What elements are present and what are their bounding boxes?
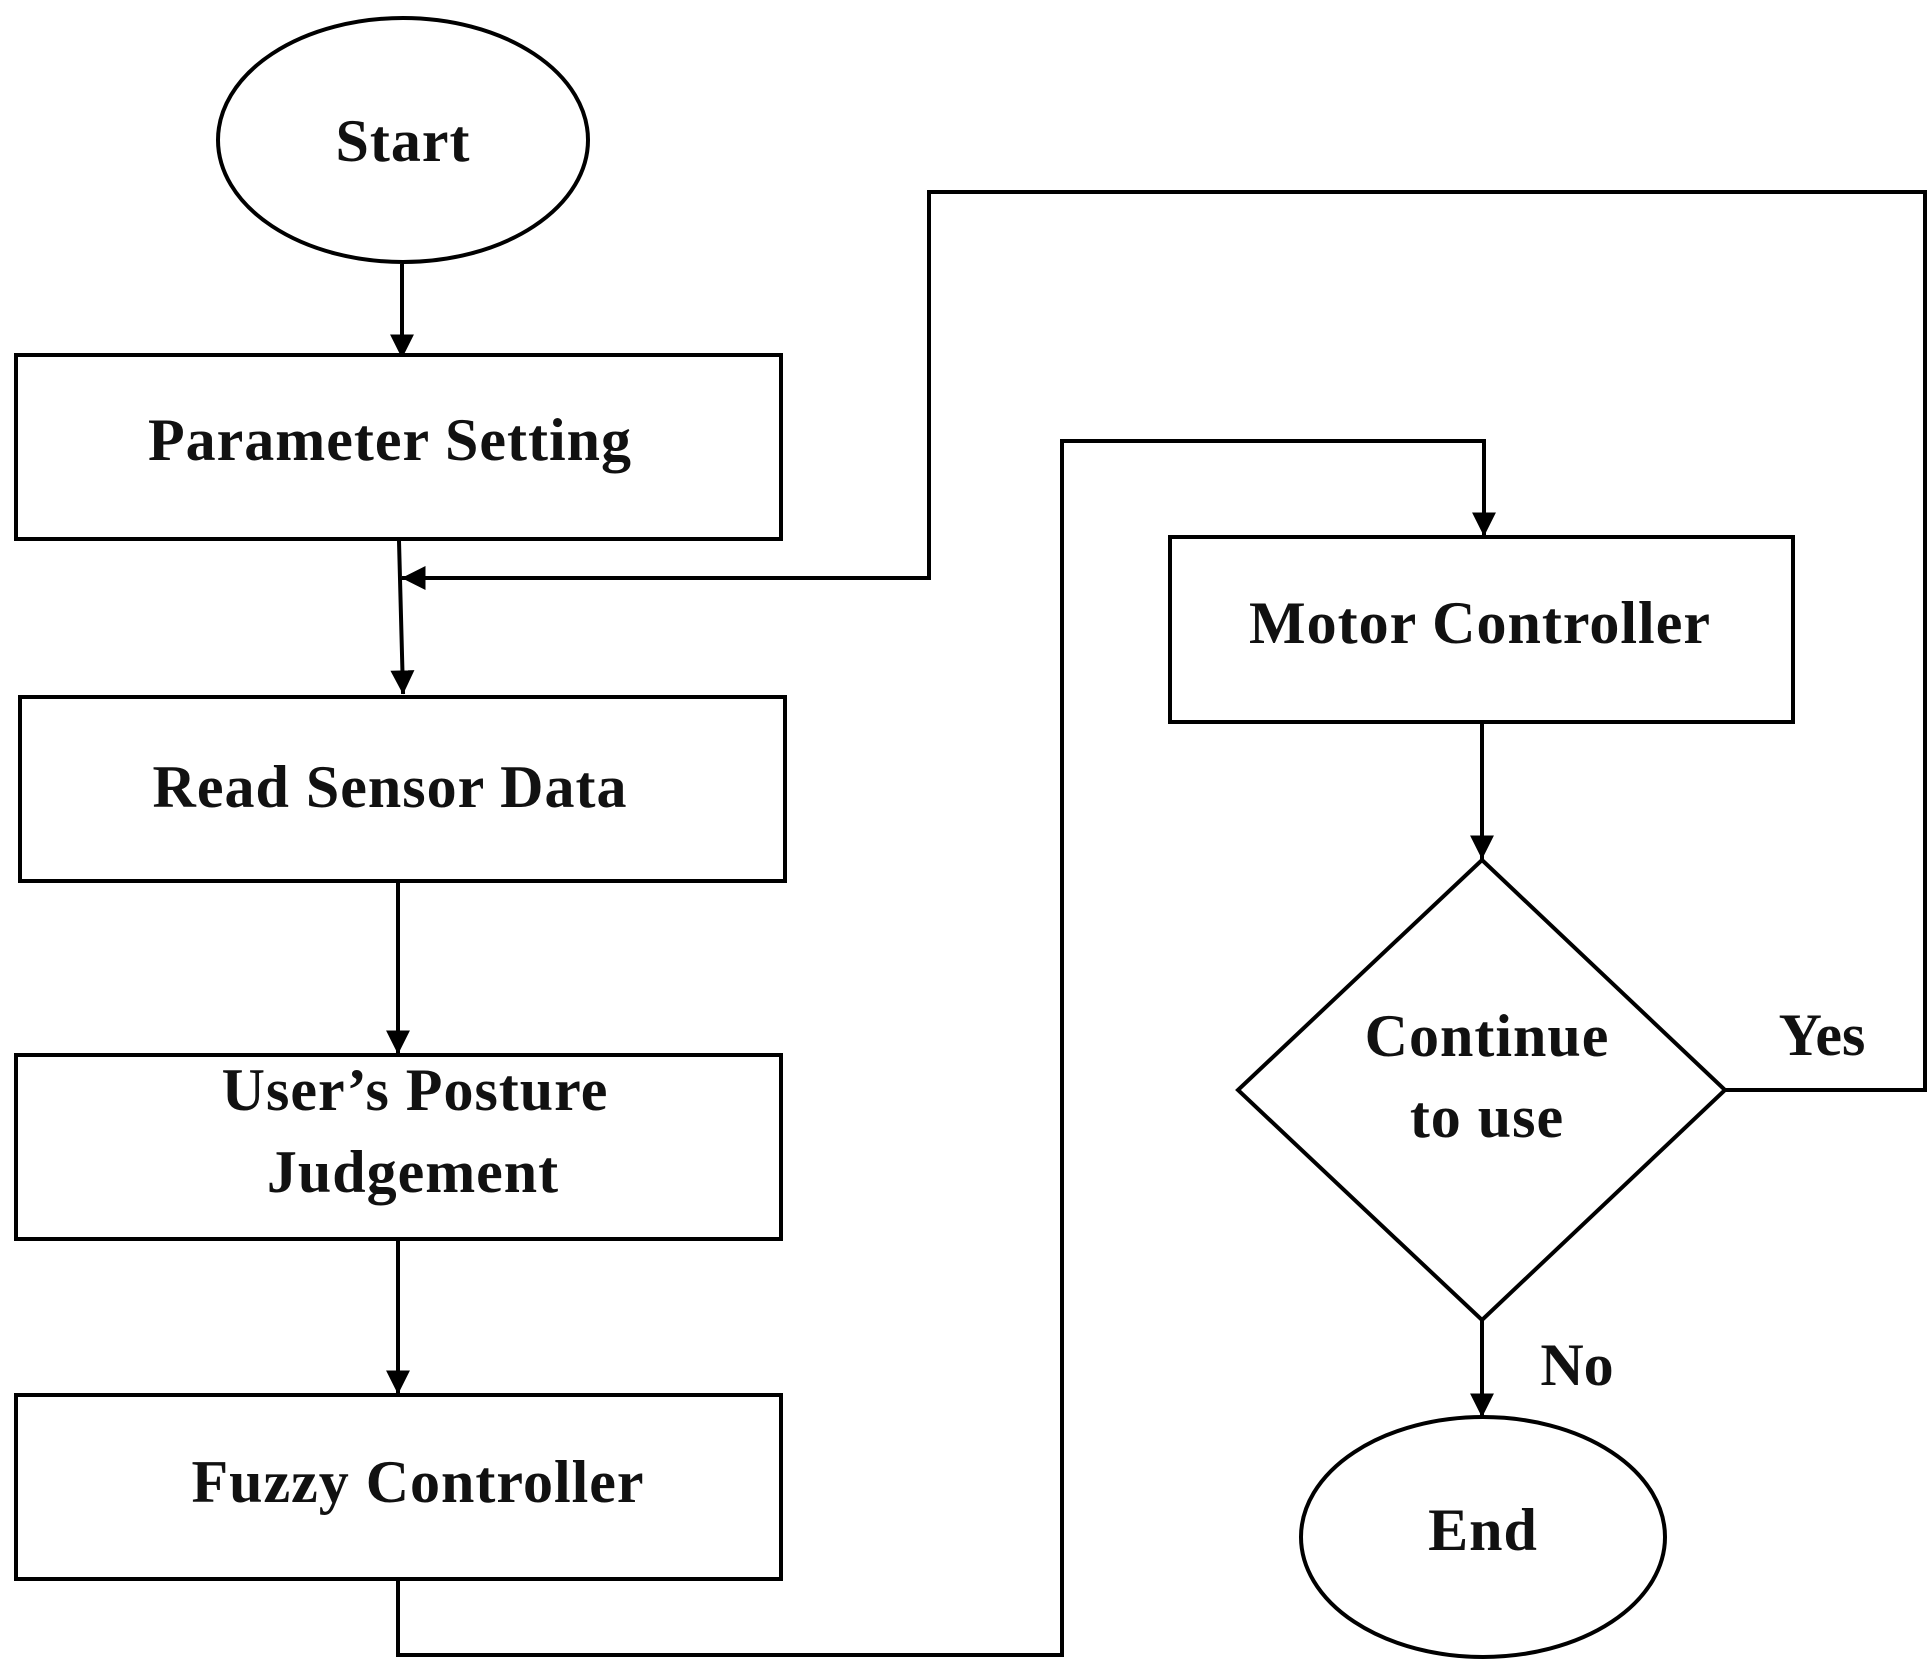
start-label: Start [336,108,471,174]
arrow-parameter-to-read-sensor [390,538,415,695]
posture-judgement-label-line1: User’s Posture [222,1057,609,1123]
motor-controller-label: Motor Controller [1249,590,1711,656]
decision-label-line2: to use [1410,1084,1564,1150]
read-sensor-data-node: Read Sensor Data [18,695,787,883]
posture-judgement-label-line2: Judgement [267,1139,559,1205]
yes-branch-label: Yes [1779,1002,1866,1068]
continue-decision-node: Continue to use [1235,857,1728,1323]
end-node: End [1299,1415,1667,1659]
motor-controller-node: Motor Controller [1168,535,1795,724]
read-sensor-data-label: Read Sensor Data [153,754,628,820]
connector-fuzzy-to-motor [396,439,1496,1657]
fuzzy-controller-label: Fuzzy Controller [191,1449,644,1515]
posture-judgement-node: User’s Posture Judgement [14,1053,783,1241]
end-label: End [1428,1497,1538,1563]
connector-yes-loop [401,190,1927,1092]
start-node: Start [216,16,590,264]
decision-label-line1: Continue [1365,1003,1610,1069]
fuzzy-controller-node: Fuzzy Controller [14,1393,783,1581]
no-branch-label: No [1540,1332,1613,1398]
parameter-setting-label: Parameter Setting [148,407,632,473]
parameter-setting-node: Parameter Setting [14,353,783,541]
